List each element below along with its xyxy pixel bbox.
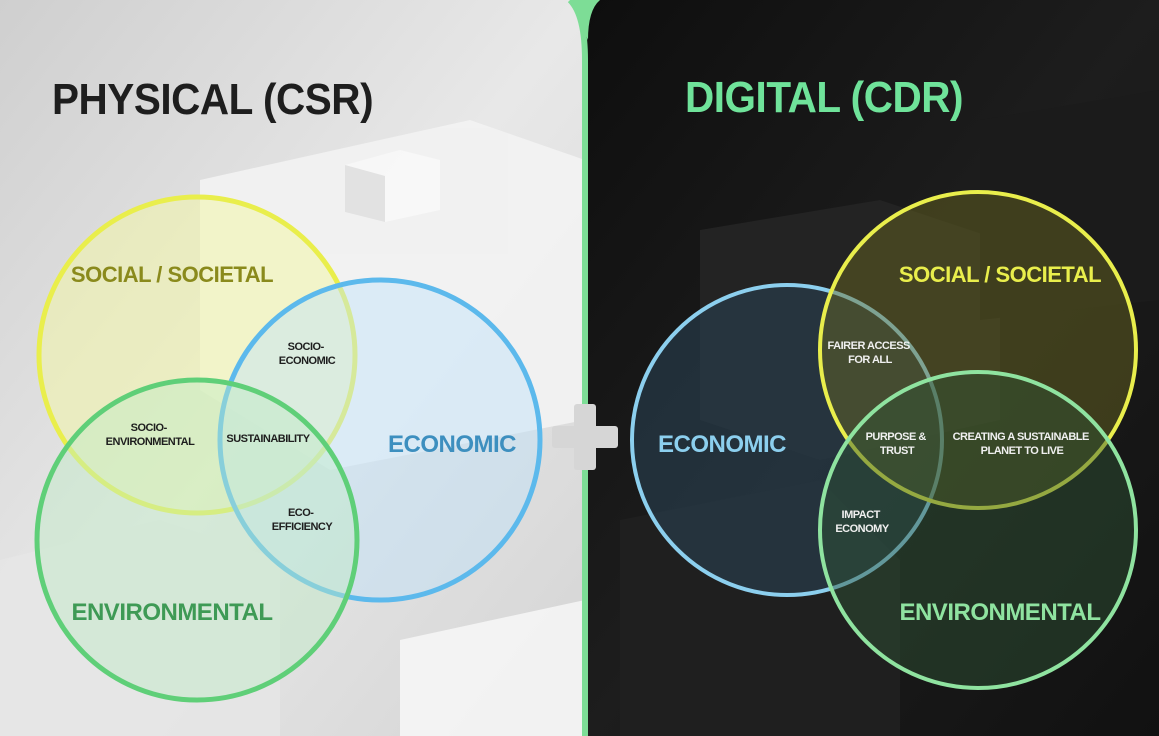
left-environmental-label: ENVIRONMENTAL [71, 599, 272, 626]
left-socio-environmental-label: SOCIO- ENVIRONMENTAL [106, 422, 195, 448]
left-eco-efficiency-label: ECO- EFFICIENCY [272, 507, 334, 533]
plus-icon [552, 404, 618, 470]
left-title: PHYSICAL (CSR) [52, 74, 373, 123]
right-sustainable-planet-label: CREATING A SUSTAINABLE PLANET TO LIVE [953, 431, 1092, 457]
right-environmental-circle [818, 370, 1138, 690]
left-economic-circle [217, 277, 543, 603]
left-social-label: SOCIAL / SOCIETAL [71, 262, 273, 287]
left-sustainability-label: SUSTAINABILITY [226, 433, 310, 445]
left-environmental-circle [34, 377, 360, 703]
left-social-circle [36, 194, 358, 516]
right-fairer-access-label: FAIRER ACCESS FOR ALL [828, 340, 913, 366]
right-environmental-label: ENVIRONMENTAL [899, 599, 1100, 626]
left-economic-label: ECONOMIC [388, 431, 516, 458]
right-title: DIGITAL (CDR) [685, 72, 963, 121]
left-socio-economic-label: SOCIO- ECONOMIC [279, 341, 336, 367]
right-economic-circle [630, 283, 944, 597]
right-economic-label: ECONOMIC [658, 431, 786, 458]
right-social-label: SOCIAL / SOCIETAL [899, 262, 1101, 287]
right-social-circle [818, 190, 1138, 510]
divider-top-notch [570, 0, 600, 40]
right-impact-economy-label: IMPACT ECONOMY [835, 509, 890, 535]
right-purpose-trust-label: PURPOSE & TRUST [866, 431, 929, 457]
